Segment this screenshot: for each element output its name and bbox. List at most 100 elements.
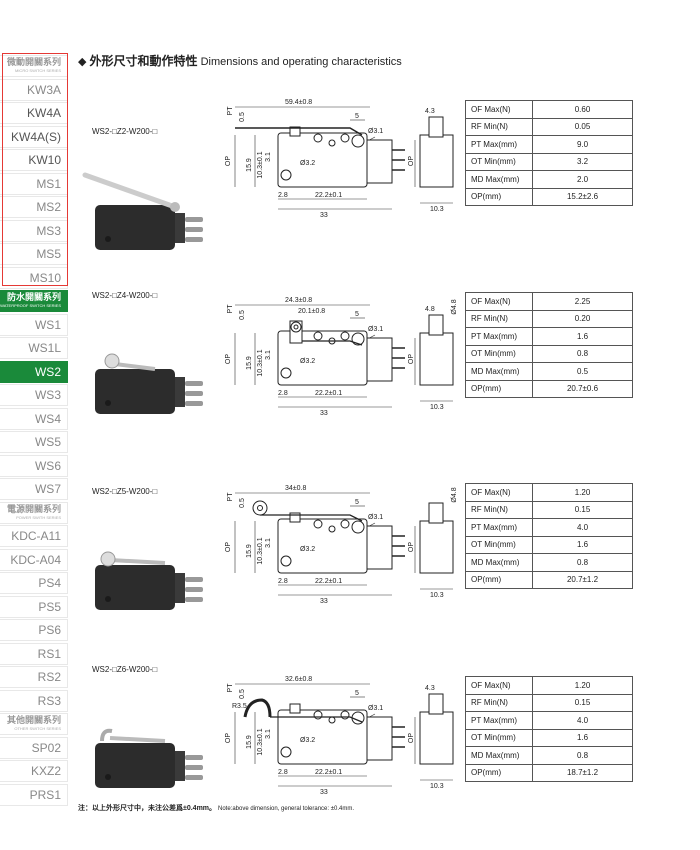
sidebar-item-ms3[interactable]: MS3 (0, 219, 68, 242)
dimension-label: 33 (320, 789, 328, 796)
sidebar-item-prs1[interactable]: PRS1 (0, 783, 68, 806)
spec-row: RF Min(N)0.20 (465, 309, 633, 328)
sidebar-item-ws4[interactable]: WS4 (0, 407, 68, 430)
spec-label: OP(mm) (465, 763, 533, 782)
dimension-label: 20.1±0.8 (298, 308, 325, 315)
spec-row: MD Max(mm)0.8 (465, 746, 633, 765)
sidebar-item-kdca04[interactable]: KDC-A04 (0, 548, 68, 571)
model-number: WS2-□Z5-W200-□ (92, 487, 158, 496)
sidebar-item-ps5[interactable]: PS5 (0, 595, 68, 618)
sidebar-item-kw4a[interactable]: KW4A (0, 102, 68, 124)
dimension-label: 33 (320, 410, 328, 417)
dimension-label: 10.3±0.1 (257, 151, 264, 178)
dimension-label: 5 (355, 499, 359, 506)
footnote: 注：以上外形尺寸中，未注公差爲±0.4mm。 Note:above dimens… (78, 803, 354, 813)
dimension-label: 33 (320, 598, 328, 605)
sidebar-item-ws1[interactable]: WS1 (0, 313, 68, 336)
dimension-label: 15.9 (246, 356, 253, 370)
spec-value: 0.8 (532, 553, 633, 572)
switch-photo (82, 172, 203, 250)
spec-label: PT Max(mm) (465, 327, 533, 346)
dimension-label: 10.3 (430, 783, 444, 790)
sidebar-item-kxz2[interactable]: KXZ2 (0, 760, 68, 782)
dimension-label: 10.3±0.1 (257, 728, 264, 755)
sidebar-item-ws5[interactable]: WS5 (0, 431, 68, 453)
spec-row: OF Max(N)0.60 (465, 100, 633, 119)
spec-value: 3.2 (532, 152, 633, 171)
sidebar-item-rs3[interactable]: RS3 (0, 689, 68, 712)
spec-label: OF Max(N) (465, 676, 533, 695)
sidebar-item-ws1l[interactable]: WS1L (0, 337, 68, 359)
spec-value: 4.0 (532, 711, 633, 730)
sidebar-item-ws6[interactable]: WS6 (0, 454, 68, 477)
sidebar-item-rs1[interactable]: RS1 (0, 642, 68, 665)
spec-label: PT Max(mm) (465, 711, 533, 730)
dimension-label: 0.5 (239, 498, 246, 508)
dimension-label: 4.3 (425, 685, 435, 692)
dimension-label: R3.5 (232, 703, 247, 710)
dimension-label: 32.6±0.8 (285, 676, 312, 683)
dimension-label: 22.2±0.1 (315, 192, 342, 199)
spec-row: PT Max(mm)9.0 (465, 135, 633, 154)
spec-row: OP(mm)18.7±1.2 (465, 763, 633, 782)
dimension-label: 22.2±0.1 (315, 769, 342, 776)
sidebar-item-kw10[interactable]: KW10 (0, 149, 68, 171)
sidebar-item-rs2[interactable]: RS2 (0, 666, 68, 688)
dimension-label: 24.3±0.8 (285, 297, 312, 304)
dimension-label: PT (227, 106, 234, 116)
dimension-label: 2.8 (278, 192, 288, 199)
sidebar-item-ps4[interactable]: PS4 (0, 572, 68, 594)
spec-label: OP(mm) (465, 187, 533, 206)
spec-label: OF Max(N) (465, 483, 533, 502)
spec-value: 0.8 (532, 344, 633, 363)
sidebar-item-ps6[interactable]: PS6 (0, 619, 68, 641)
switch-photo (95, 728, 203, 788)
note-zh: 注：以上外形尺寸中，未注公差爲±0.4mm。 (78, 805, 217, 812)
group-title-en: POWER SWITH SERIES (16, 514, 61, 520)
spec-label: RF Min(N) (465, 693, 533, 712)
sidebar-item-ms2[interactable]: MS2 (0, 196, 68, 218)
dimension-label: PT (227, 492, 234, 502)
spec-row: MD Max(mm)0.8 (465, 553, 633, 572)
spec-label: MD Max(mm) (465, 170, 533, 189)
group-title-zh: 防水開關系列 (6, 292, 61, 302)
spec-row: OF Max(N)1.20 (465, 676, 633, 695)
dimension-label: 3.1 (265, 152, 272, 162)
group-title-zh: 電源開關系列 (6, 503, 61, 514)
dimension-label: OP (225, 542, 232, 552)
sidebar-item-ws2[interactable]: WS2 (0, 360, 68, 383)
sidebar-item-ws3[interactable]: WS3 (0, 384, 68, 406)
dimension-label: Ø3.2 (300, 737, 315, 744)
spec-label: MD Max(mm) (465, 746, 533, 765)
spec-value: 1.20 (532, 676, 633, 695)
sidebar-item-kdca11[interactable]: KDC-A11 (0, 525, 68, 547)
dimension-label: 22.2±0.1 (315, 390, 342, 397)
spec-label: OF Max(N) (465, 292, 533, 311)
spec-label: MD Max(mm) (465, 553, 533, 572)
dimension-label: 0.5 (239, 112, 246, 122)
sidebar-item-ms1[interactable]: MS1 (0, 172, 68, 195)
spec-row: OT Min(mm)1.6 (465, 535, 633, 554)
sidebar-item-sp02[interactable]: SP02 (0, 736, 68, 759)
spec-label: MD Max(mm) (465, 362, 533, 381)
sidebar-item-ms5[interactable]: MS5 (0, 243, 68, 265)
spec-value: 15.2±2.6 (532, 187, 633, 206)
sidebar-item-kw3a[interactable]: KW3A (0, 78, 68, 101)
spec-value: 2.0 (532, 170, 633, 189)
spec-row: OP(mm)15.2±2.6 (465, 187, 633, 206)
sidebar-item-kw4as[interactable]: KW4A(S) (0, 125, 68, 148)
dimension-label: 10.3 (430, 592, 444, 599)
dimension-label: 33 (320, 212, 328, 219)
sidebar-item-ws7[interactable]: WS7 (0, 478, 68, 500)
title-zh: 外形尺寸和動作特性 (89, 54, 198, 68)
spec-value: 18.7±1.2 (532, 763, 633, 782)
sidebar-item-ms10[interactable]: MS10 (0, 266, 68, 289)
dimension-label: Ø3.2 (300, 160, 315, 167)
dimension-label: Ø3.2 (300, 358, 315, 365)
